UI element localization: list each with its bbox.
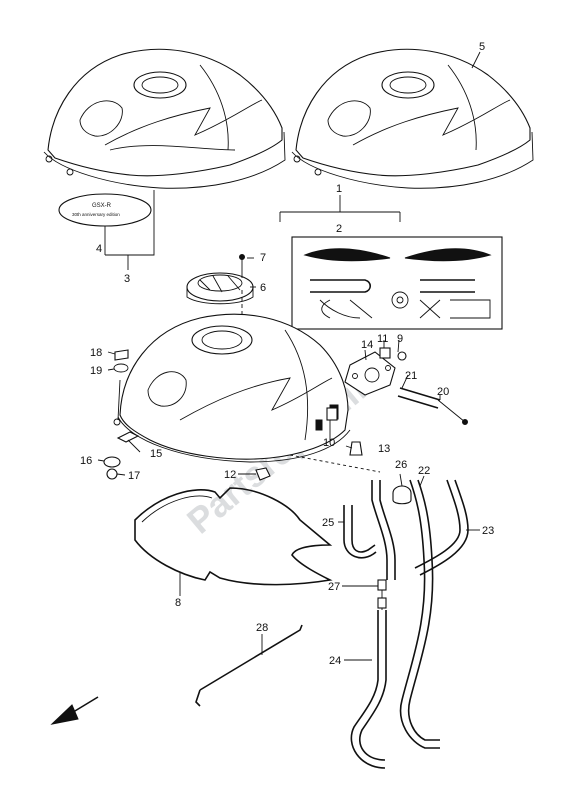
support-rod [195,624,303,707]
front-direction-arrow [50,696,99,725]
callout-25: 25 [322,517,334,529]
callout-28: 28 [256,622,268,634]
callout-6: 6 [260,282,266,294]
decal-set [279,195,503,330]
callout-11: 11 [377,333,388,345]
callout-16: 16 [80,455,92,467]
tank-cover-left [43,48,286,189]
callout-26: 26 [395,459,407,471]
callout-9: 9 [397,333,403,345]
emblem-badge: GSX-R 30th anniversary edition [58,193,152,227]
tank-gasket [134,487,333,586]
callout-7: 7 [260,252,266,264]
hardware [103,349,363,481]
tank-cover-right [291,48,534,189]
callout-10: 10 [323,437,335,449]
callout-4: 4 [96,243,102,255]
callout-12: 12 [224,469,236,481]
callout-labels: 1 2 3 4 5 6 7 8 9 10 11 12 13 14 15 16 1… [80,41,494,667]
hoses [343,479,469,769]
callout-1: 1 [336,183,342,195]
callout-8: 8 [175,597,181,609]
callout-18: 18 [90,347,102,359]
callout-3: 3 [124,273,130,285]
callout-14: 14 [361,339,373,351]
emblem-line2: 30th anniversary edition [72,212,120,217]
callout-23: 23 [482,525,494,537]
callout-19: 19 [90,365,102,377]
fuel-tank [117,313,351,463]
callout-20: 20 [437,386,449,398]
fuel-cap [186,254,254,340]
callout-21: 21 [405,370,417,382]
callout-13: 13 [378,443,390,455]
callout-5: 5 [479,41,485,53]
fuel-pump-bracket [344,347,468,425]
emblem-line1: GSX-R [92,203,112,209]
callout-27: 27 [328,581,340,593]
callout-24: 24 [329,655,341,667]
leader-lines [97,51,481,661]
callout-2: 2 [336,223,342,235]
callout-17: 17 [128,470,140,482]
callout-15: 15 [150,448,162,460]
callout-22: 22 [418,465,430,477]
